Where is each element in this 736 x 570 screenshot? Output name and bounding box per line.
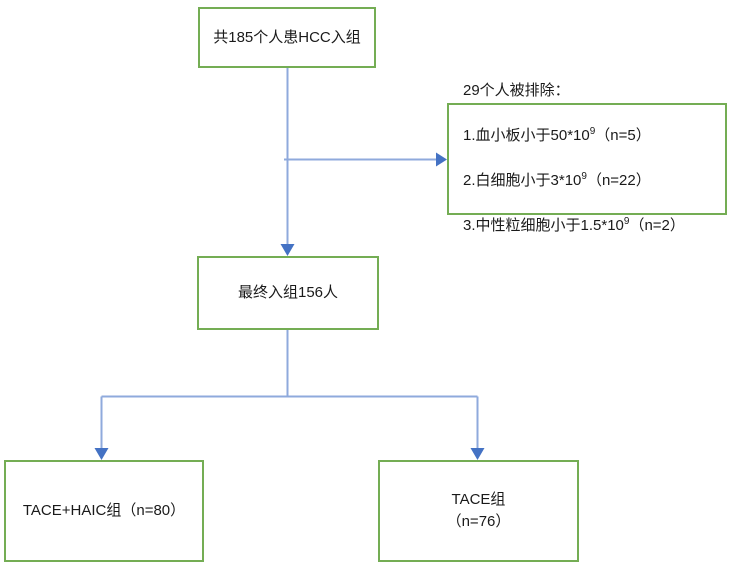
criterion-3-count: （n=2） <box>629 217 685 235</box>
arrowhead-down-to-final <box>280 244 295 256</box>
excluded-criterion-3: 3.中性粒细胞小于1.5*109（n=2） <box>463 215 685 238</box>
arrowhead-down-to-tace-haic <box>94 448 109 460</box>
group-tace-label: TACE组 （n=76） <box>446 491 511 530</box>
group-tace-box: TACE组 （n=76） <box>378 460 579 562</box>
arrowhead-right-to-excluded <box>436 152 447 167</box>
group-tace-haic-label: TACE+HAIC组（n=80） <box>22 502 186 520</box>
excluded-criteria-content: 29个人被排除： 1.血小板小于50*109（n=5） 2.白细胞小于3*109… <box>463 58 685 261</box>
criterion-3-index: 3. <box>463 217 476 235</box>
total-enrolled-label: 共185个人患HCC入组 <box>213 28 361 46</box>
excluded-criterion-2: 2.白细胞小于3*109（n=22） <box>463 170 685 193</box>
arrowhead-down-to-tace <box>470 448 485 460</box>
criterion-1-index: 1. <box>463 127 476 145</box>
criterion-2-index: 2. <box>463 172 476 190</box>
excluded-criteria-box: 29个人被排除： 1.血小板小于50*109（n=5） 2.白细胞小于3*109… <box>447 82 727 234</box>
criterion-3-label: 中性粒细胞小于1.5*10 <box>475 217 624 235</box>
criterion-1-count: （n=5） <box>595 127 651 145</box>
total-enrolled-box: 共185个人患HCC入组 <box>198 7 376 68</box>
criterion-2-count: （n=22） <box>586 172 651 190</box>
criterion-2-exponent: 9 <box>581 171 587 183</box>
criterion-3-exponent: 9 <box>623 216 630 228</box>
final-enrolled-box: 最终入组156人 <box>197 256 379 330</box>
criterion-1-exponent: 9 <box>589 126 596 138</box>
final-enrolled-label: 最终入组156人 <box>237 284 339 302</box>
excluded-heading: 29个人被排除： <box>463 82 570 100</box>
criterion-2-label: 白细胞小于3*10 <box>475 172 582 190</box>
group-tace-haic-box: TACE+HAIC组（n=80） <box>4 460 204 562</box>
criterion-1-label: 血小板小于50*10 <box>475 127 590 145</box>
excluded-criterion-1: 1.血小板小于50*109（n=5） <box>463 125 685 148</box>
